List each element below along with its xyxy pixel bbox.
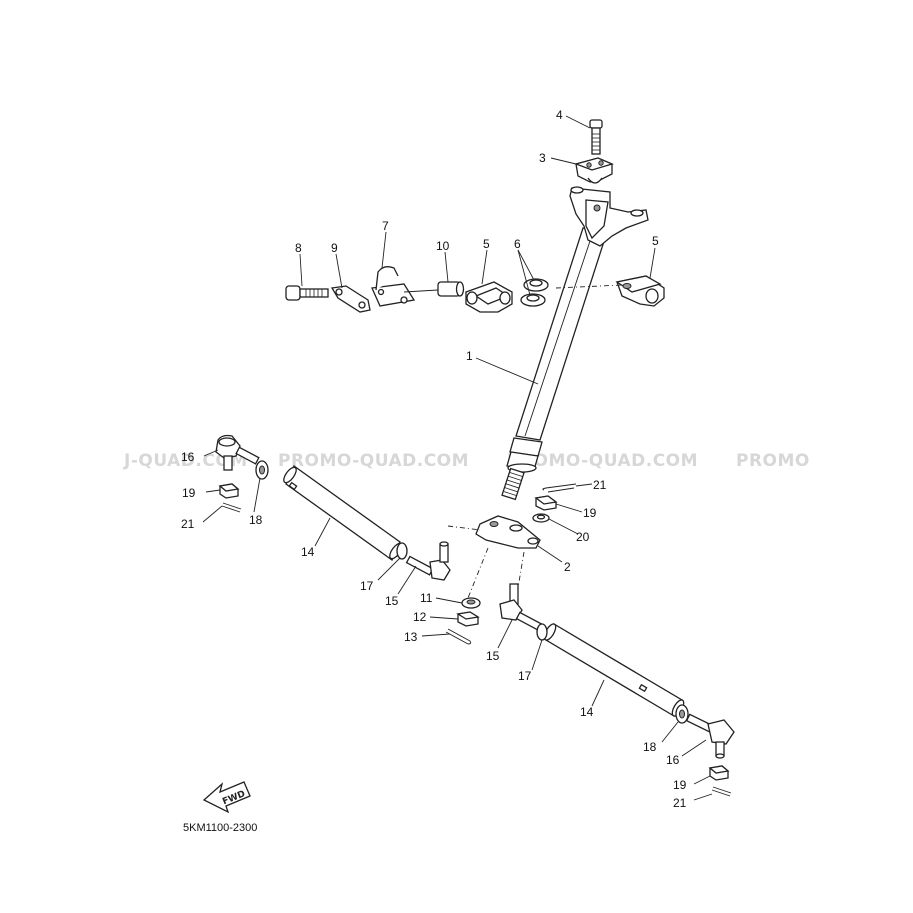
- callout-15-left: 15: [385, 594, 399, 608]
- callout-17-left: 17: [360, 579, 374, 593]
- callout-13: 13: [404, 630, 418, 644]
- callout-labels: 4 3 7 8 9 10 5 6 5 1 16 19 21 18 14 17 1…: [181, 108, 687, 810]
- callout-19-left: 19: [182, 486, 196, 500]
- callout-11: 11: [420, 591, 433, 605]
- bolt-8: [285, 285, 329, 301]
- callout-19-right: 19: [673, 778, 687, 792]
- tie-rod-right: [543, 623, 685, 717]
- castle-nut-left: [218, 483, 240, 499]
- callout-2: 2: [564, 560, 571, 574]
- diagram-code: 5KM1100-2300: [183, 822, 257, 834]
- nut-12: [456, 611, 480, 627]
- castle-nut-center: [534, 495, 558, 511]
- nut-18-left: [255, 460, 269, 480]
- collars: [520, 278, 549, 307]
- steering-shaft: [501, 186, 649, 501]
- pitman-arm: [475, 515, 541, 549]
- cotter-pin-13: [445, 628, 472, 645]
- callout-18-right: 18: [643, 740, 657, 754]
- tie-rod-end-right-inner: [499, 583, 544, 632]
- callout-12: 12: [413, 610, 427, 624]
- handlebar-holder: [573, 157, 614, 184]
- callout-3: 3: [539, 151, 546, 165]
- callout-8: 8: [295, 241, 302, 255]
- callout-14-right: 14: [580, 705, 594, 719]
- callout-5-right: 5: [652, 234, 659, 248]
- cable-bracket: [371, 266, 416, 307]
- collar-10: [437, 281, 465, 297]
- callout-19-center: 19: [583, 506, 597, 520]
- callout-16-left: 16: [181, 450, 195, 464]
- cotter-pin-left: [221, 502, 242, 513]
- washer-20: [532, 513, 550, 523]
- callout-18-left: 18: [249, 513, 263, 527]
- nut-11: [461, 597, 481, 609]
- callout-16-right: 16: [666, 753, 680, 767]
- tie-rod-end-left-inner: [405, 541, 451, 581]
- callout-21-left: 21: [181, 517, 195, 531]
- leader-lines: [202, 115, 713, 801]
- shaft-holder-right: [615, 275, 665, 307]
- castle-nut-right: [708, 765, 730, 781]
- cotter-pin-right: [711, 786, 732, 797]
- watermark-text-4: PROMO: [736, 451, 810, 471]
- cotter-pin-center: [542, 483, 577, 493]
- callout-9: 9: [331, 241, 338, 255]
- callout-6: 6: [514, 237, 521, 251]
- callout-7: 7: [382, 219, 389, 233]
- forward-arrow-icon: FWD: [202, 781, 251, 814]
- watermark: J-QUAD.COM PROMO-QUAD.COM PROMO-QUAD.COM…: [123, 451, 810, 471]
- callout-5-left: 5: [483, 237, 490, 251]
- nut-17-left: [396, 542, 408, 560]
- tie-rod-end-right-outer: [685, 713, 735, 759]
- lock-plate: [330, 285, 371, 313]
- callout-10: 10: [436, 239, 450, 253]
- callout-1: 1: [466, 349, 473, 363]
- nut-18-right: [675, 704, 689, 724]
- callout-4: 4: [556, 108, 563, 122]
- watermark-text-2: PROMO-QUAD.COM: [278, 451, 469, 471]
- shaft-holder-left: [465, 281, 513, 313]
- bolt-4: [589, 119, 603, 155]
- tie-rod-end-left-outer: [215, 434, 260, 471]
- callout-21-center: 21: [593, 478, 607, 492]
- nut-17-right: [536, 623, 548, 641]
- callout-17-right: 17: [518, 669, 532, 683]
- callout-20: 20: [576, 530, 590, 544]
- callout-14-left: 14: [301, 545, 315, 559]
- callout-21-right: 21: [673, 796, 687, 810]
- tie-rod-left: [283, 465, 403, 561]
- watermark-text-3: PROMO-QUAD.COM: [507, 451, 698, 471]
- watermark-text-1: J-QUAD.COM: [123, 451, 248, 471]
- callout-15-right: 15: [486, 649, 500, 663]
